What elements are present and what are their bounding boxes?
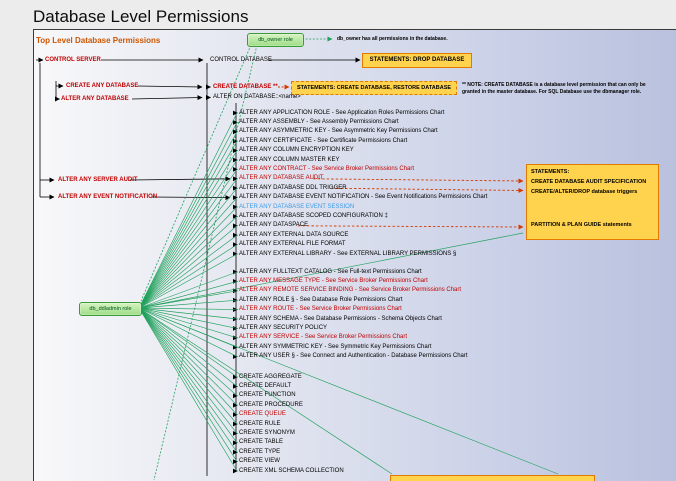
permission-item: CREATE VIEW (239, 458, 280, 465)
permission-item: ALTER ANY CERTIFICATE - See Certificate … (239, 137, 408, 144)
permission-item: ALTER ANY ROUTE - See Service Broker Per… (239, 306, 402, 313)
create-any-database-label: CREATE ANY DATABASE (66, 82, 139, 89)
right-box-title: STATEMENTS: (531, 169, 570, 175)
bottom-statements-box (390, 475, 595, 481)
db-owner-note: db_owner has all permissions in the data… (337, 36, 448, 42)
permission-item: ALTER ANY COLUMN MASTER KEY (239, 156, 340, 163)
permission-item: ALTER ANY SYMMETRIC KEY - See Symmetric … (239, 343, 432, 350)
permission-item: CREATE RULE (239, 420, 281, 427)
permission-item: ALTER ANY ASYMMETRIC KEY - See Asymmetri… (239, 128, 438, 135)
permission-item: CREATE DEFAULT (239, 382, 292, 389)
permission-item: ALTER ANY CONTRACT - See Service Broker … (239, 165, 415, 172)
permission-item: CREATE XML SCHEMA COLLECTION (239, 467, 344, 474)
db-owner-role-node: db_owner role (247, 33, 304, 47)
alter-any-event-notification-label: ALTER ANY EVENT NOTIFICATION (58, 193, 158, 200)
create-database-label: CREATE DATABASE ** (213, 83, 278, 90)
right-box-line-audit-spec: CREATE DATABASE AUDIT SPECIFICATION (531, 179, 647, 185)
permission-item: ALTER ANY SERVICE - See Service Broker P… (239, 334, 408, 341)
permission-item: ALTER ANY DATABASE EVENT SESSION (239, 203, 355, 210)
permission-item: ALTER ANY EXTERNAL LIBRARY - See EXTERNA… (239, 250, 457, 257)
create-database-note-line2: granted in the master database. For SQL … (462, 88, 642, 95)
right-box-line-partition-plan: PARTITION & PLAN GUIDE statements (531, 222, 632, 228)
permission-item: ALTER ANY APPLICATION ROLE - See Applica… (239, 109, 445, 116)
permission-item: ALTER ANY USER § - See Connect and Authe… (239, 353, 468, 360)
statements-drop-database-box: STATEMENTS: DROP DATABASE (362, 53, 472, 68)
permission-item: ALTER ANY MESSAGE TYPE - See Service Bro… (239, 277, 428, 284)
permission-item: ALTER ANY DATASPACE (239, 222, 309, 229)
diagram-subtitle: Top Level Database Permissions (36, 36, 161, 45)
right-statements-box: STATEMENTS: CREATE DATABASE AUDIT SPECIF… (526, 164, 659, 240)
permission-item: CREATE FUNCTION (239, 392, 296, 399)
permission-item: CREATE PROCEDURE (239, 401, 303, 408)
permission-item: CREATE TYPE (239, 448, 281, 455)
permission-item: ALTER ANY FULLTEXT CATALOG - See Full-te… (239, 268, 422, 275)
alter-any-server-audit-label: ALTER ANY SERVER AUDIT (58, 176, 138, 183)
permission-item: ALTER ANY DATABASE SCOPED CONFIGURATION … (239, 212, 388, 219)
permission-item: CREATE QUEUE (239, 411, 286, 418)
permission-item: ALTER ANY REMOTE SERVICE BINDING - See S… (239, 287, 462, 294)
create-database-note-line1: ** NOTE: CREATE DATABASE is a database l… (462, 82, 646, 88)
permission-item: CREATE AGGREGATE (239, 373, 302, 380)
permission-item: ALTER ANY ASSEMBLY - See Assembly Permis… (239, 118, 399, 125)
db-ddladmin-role-node: db_ddladmin role (79, 302, 142, 316)
permission-item: ALTER ANY ROLE § - See Database Role Per… (239, 296, 403, 303)
permission-item: ALTER ANY EXTERNAL FILE FORMAT (239, 241, 346, 248)
permission-item: ALTER ANY SCHEMA - See Database Permissi… (239, 315, 442, 322)
right-box-line-ddl-triggers: CREATE/ALTER/DROP database triggers (531, 189, 638, 195)
statements-create-database-box: STATEMENTS: CREATE DATABASE, RESTORE DAT… (291, 81, 457, 95)
permission-item: ALTER ANY DATABASE AUDIT (239, 175, 324, 182)
permission-item: CREATE SYNONYM (239, 429, 295, 436)
control-server-label: CONTROL SERVER (45, 56, 101, 63)
permission-item: ALTER ANY EXTERNAL DATA SOURCE (239, 231, 349, 238)
permission-item: CREATE TABLE (239, 439, 284, 446)
control-database-label: CONTROL DATABASE (210, 56, 272, 63)
alter-any-database-label: ALTER ANY DATABASE (61, 95, 129, 102)
alter-on-database-label: ALTER ON DATABASE::<name> (213, 94, 301, 100)
permission-item: ALTER ANY DATABASE EVENT NOTIFICATION - … (239, 194, 488, 201)
permission-item: ALTER ANY COLUMN ENCRYPTION KEY (239, 147, 354, 154)
permission-item: ALTER ANY SECURITY POLICY (239, 324, 328, 331)
permission-item: ALTER ANY DATABASE DDL TRIGGER (239, 184, 347, 191)
page-title: Database Level Permissions (33, 7, 249, 26)
